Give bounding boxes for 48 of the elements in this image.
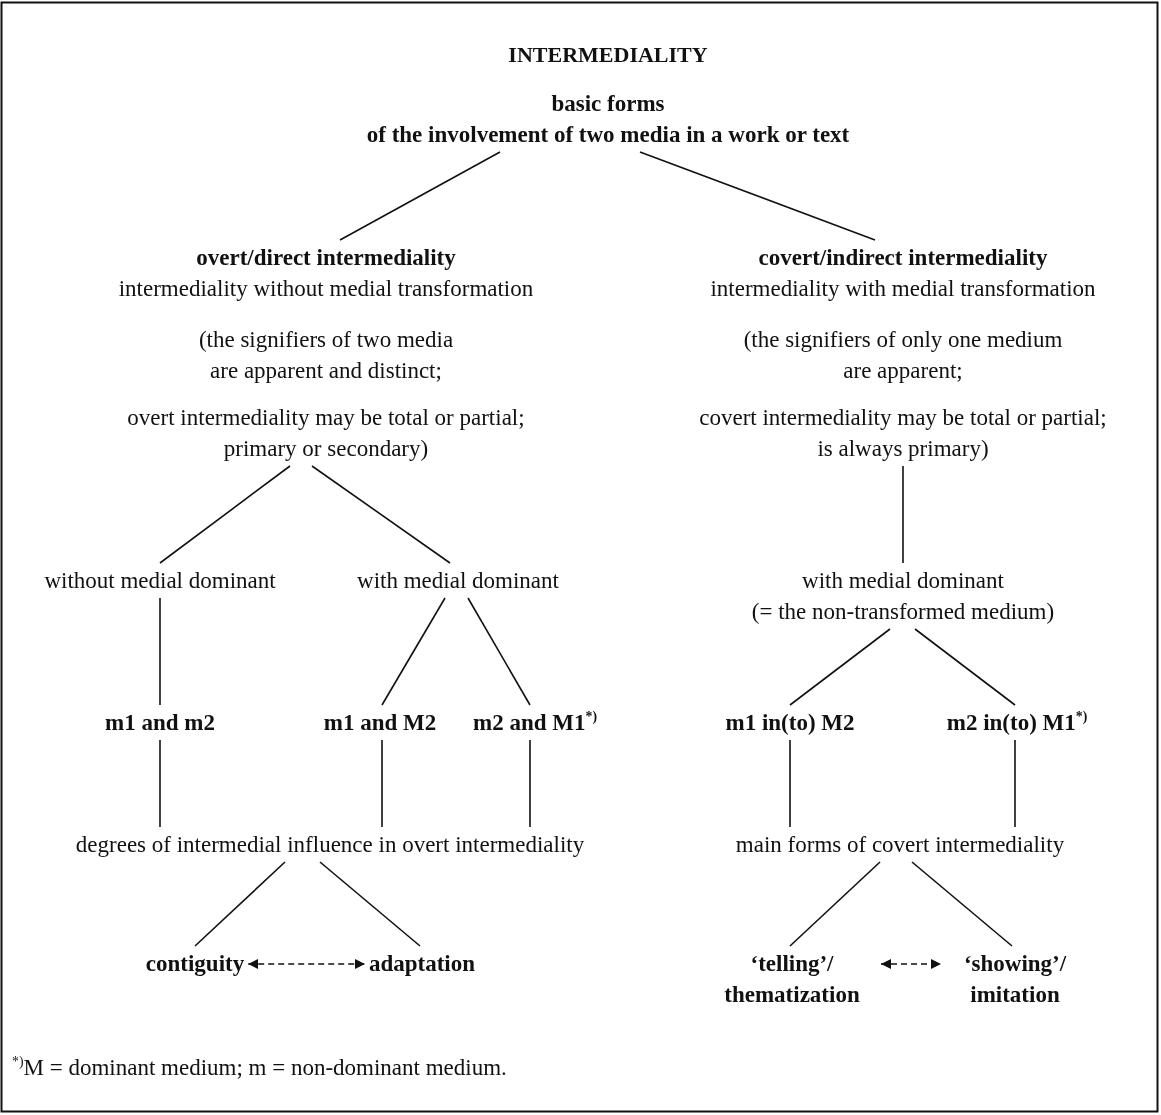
connector-line (789, 861, 881, 947)
connector-line (194, 861, 286, 947)
connector-line (529, 739, 531, 828)
node-heading: basic forms (550, 90, 666, 118)
connector-line (319, 861, 421, 947)
node-heading: covert/indirect intermediality (757, 244, 1049, 272)
node-heading: ‘showing’/ imitation (962, 950, 1068, 1009)
connector-line (339, 151, 501, 241)
node-text: with medial dominant (801, 567, 1005, 595)
connector-line (311, 465, 451, 564)
connector-line (902, 465, 904, 564)
node-text: (the signifiers of two media are apparent and distinct; (197, 326, 455, 385)
node-text: overt intermediality may be total or partial; primary or secondary) (126, 404, 526, 463)
node-text: intermediality with medial transformation (709, 275, 1097, 303)
node-heading: m1 in(to) M2 (725, 709, 855, 737)
double-arrow (880, 959, 942, 969)
node-heading: m2 in(to) M1$^{*)}$ (946, 708, 1088, 737)
node-text: main forms of covert intermediality (735, 831, 1065, 859)
node-text: covert intermediality may be total or partial; is always primary) (698, 404, 1108, 463)
connector-line (381, 597, 446, 706)
diagram-title: INTERMEDIALITY (508, 42, 708, 68)
connector-line (914, 628, 1016, 706)
node-text: intermediality without medial transformation (117, 275, 535, 303)
footnote: $^{*)}$M = dominant medium; m = non-dominant medium. (12, 1055, 507, 1081)
connector-line (789, 628, 891, 706)
node-heading: of the involvement of two media in a work or text (366, 121, 850, 149)
connector-line (159, 739, 161, 828)
connector-line (911, 861, 1013, 947)
node-heading: m2 and M1$^{*)}$ (473, 708, 597, 737)
node-text: degrees of intermedial influence in overt intermediality (75, 831, 585, 859)
connector-line (159, 465, 291, 564)
node-text: with medial dominant (357, 567, 559, 595)
node-text: (the signifiers of only one medium are apparent; (742, 326, 1064, 385)
connector-line (159, 597, 161, 706)
node-heading: contiguity (145, 950, 245, 978)
node-heading: m1 and m2 (105, 709, 215, 737)
connector-line (789, 739, 791, 828)
node-heading: ‘telling’/ thematization (723, 950, 861, 1009)
node-heading: overt/direct intermediality (195, 244, 457, 272)
connector-line (381, 739, 383, 828)
node-text: (= the non-transformed medium) (751, 598, 1055, 626)
connector-line (1014, 739, 1016, 828)
double-arrow (247, 959, 366, 969)
node-heading: m1 and M2 (323, 709, 437, 737)
connector-line (639, 151, 876, 241)
node-text: without medial dominant (44, 567, 276, 595)
connector-line (467, 597, 531, 706)
node-heading: adaptation (368, 950, 476, 978)
